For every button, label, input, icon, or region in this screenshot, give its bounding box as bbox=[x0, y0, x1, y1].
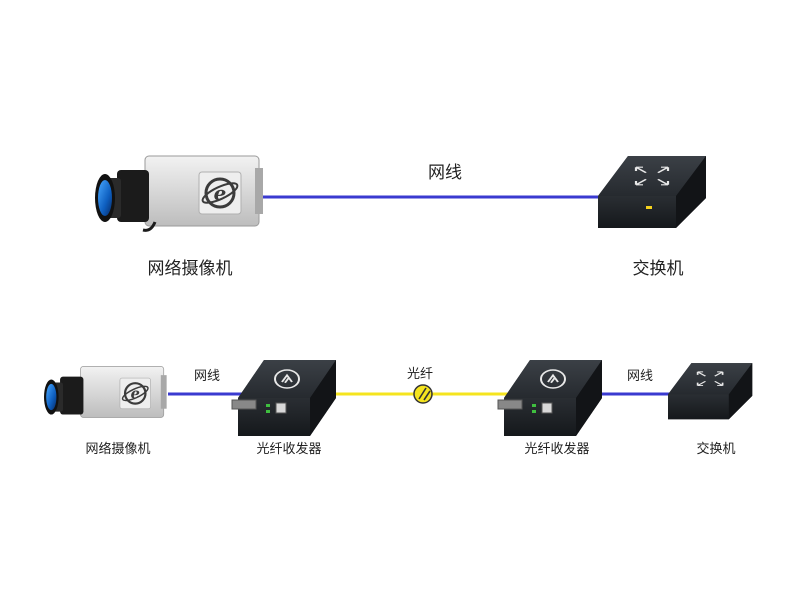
top-switch-label: 交换机 bbox=[632, 259, 684, 279]
switch-icon bbox=[598, 156, 706, 228]
ie-logo-icon: e bbox=[201, 177, 239, 209]
bottom-switch-label: 交换机 bbox=[696, 442, 736, 457]
converter1-label: 光纤收发器 bbox=[256, 442, 322, 457]
top-cable-label: 网线 bbox=[428, 163, 462, 183]
svg-text:e: e bbox=[131, 386, 140, 403]
top-camera-label: 网络摄像机 bbox=[147, 259, 233, 279]
switch-icon bbox=[668, 363, 753, 420]
ie-logo-icon: e bbox=[121, 382, 149, 405]
converter2-label: 光纤收发器 bbox=[524, 442, 590, 457]
media-converter-icon bbox=[497, 360, 602, 436]
bottom-cable2-label: 网线 bbox=[626, 369, 654, 384]
fiber-label: 光纤 bbox=[406, 367, 434, 382]
bottom-cable1-label: 网线 bbox=[193, 369, 221, 384]
camera-icon: e bbox=[95, 155, 263, 232]
media-converter-icon bbox=[231, 360, 336, 436]
fiber-connector-icon bbox=[413, 384, 433, 404]
camera-icon: e bbox=[44, 366, 167, 418]
bottom-camera-label: 网络摄像机 bbox=[85, 442, 151, 457]
